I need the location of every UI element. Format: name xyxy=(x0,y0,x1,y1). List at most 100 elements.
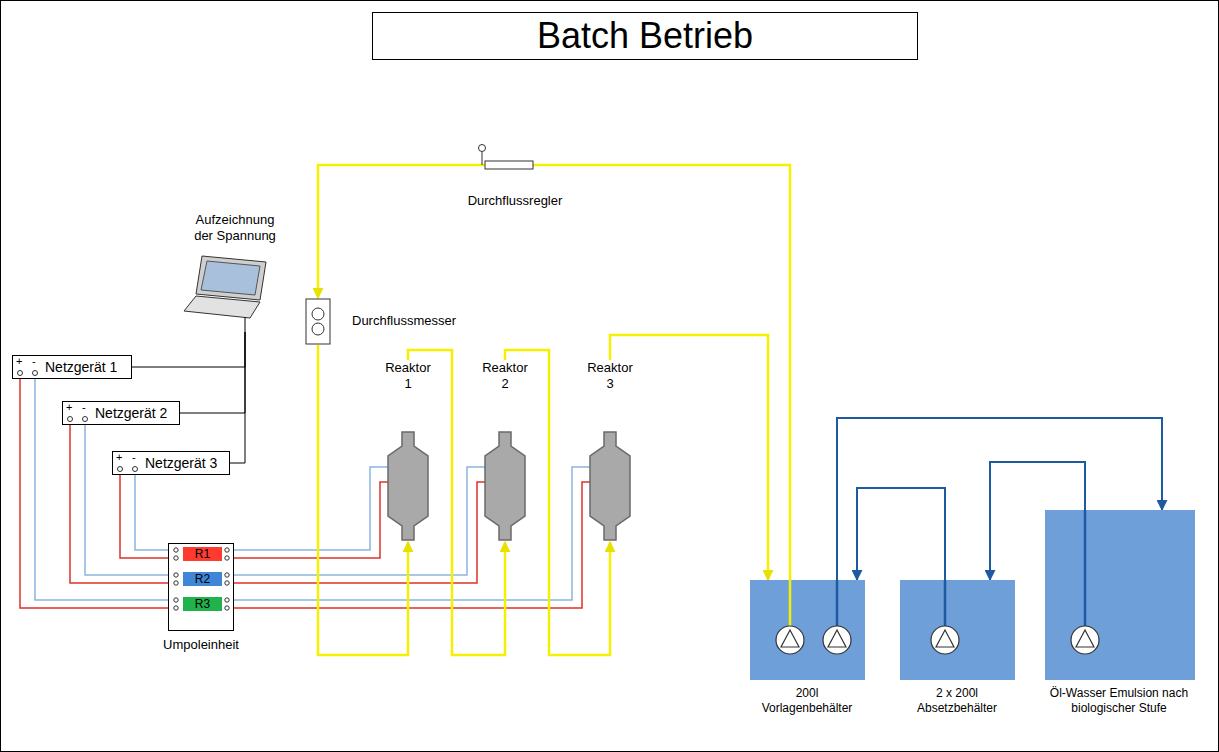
terminal xyxy=(174,548,178,552)
switch-unit: UmpoleinheitR1R2R3 xyxy=(168,543,234,653)
terminal xyxy=(174,556,178,560)
pipe xyxy=(944,580,947,626)
wire-connector xyxy=(230,332,245,463)
wire-connector xyxy=(222,467,388,550)
tank-label: Öl-Wasser Emulsion nach biologischer Stu… xyxy=(1023,686,1215,716)
device-label: Aufzeichnung der Spannung xyxy=(189,212,281,244)
tank xyxy=(900,580,1015,680)
unit-label: Umpoleinheit xyxy=(151,637,251,653)
pipe-connector xyxy=(857,488,945,580)
channel-box: R2 xyxy=(183,572,222,586)
terminal xyxy=(174,598,178,602)
wire-connector xyxy=(35,379,183,600)
terminal xyxy=(225,598,229,602)
pump-symbol xyxy=(1076,630,1094,647)
reactor-vessel xyxy=(590,432,630,540)
laptop-node: Aufzeichnung der Spannung xyxy=(180,210,290,332)
terminal xyxy=(33,371,38,376)
pipe xyxy=(1084,510,1087,626)
wire-connector xyxy=(132,332,245,367)
title-box: Batch Betrieb xyxy=(372,12,918,60)
polarity-sign: + xyxy=(16,355,22,367)
tank-label: 200l Vorlagenbehälter xyxy=(752,686,862,716)
laptop-display xyxy=(201,261,260,295)
terminal xyxy=(225,556,229,560)
flow-meter: Durchflussmesser xyxy=(305,298,461,345)
terminal xyxy=(174,581,178,585)
polarity-sign: - xyxy=(132,451,136,463)
pump-symbol xyxy=(828,630,846,647)
pump-symbol xyxy=(936,630,954,647)
power-supply-box: +-Netzgerät 2 xyxy=(62,401,180,425)
valve-stem xyxy=(482,152,483,165)
pipe-connector xyxy=(610,335,768,580)
wire-connector xyxy=(70,425,183,583)
terminal xyxy=(225,581,229,585)
tank-node: 200l Vorlagenbehälter xyxy=(750,580,865,716)
polarity-channel-label: R2 xyxy=(183,572,222,586)
power-supply-label: Netzgerät 1 xyxy=(45,359,117,375)
reactor-node: Reaktor 3 xyxy=(580,360,640,542)
pump-symbol xyxy=(781,630,799,647)
terminal xyxy=(174,606,178,610)
node-illustration xyxy=(305,298,332,345)
title-text: Batch Betrieb xyxy=(373,16,917,56)
terminal xyxy=(133,467,138,472)
flowmeter-wheel xyxy=(312,308,324,320)
reactor-label: Reaktor 2 xyxy=(479,360,531,392)
power-supply-label: Netzgerät 3 xyxy=(145,455,217,471)
wire-connector xyxy=(180,332,245,413)
pipe xyxy=(789,580,792,626)
pump-symbol xyxy=(931,626,959,654)
node-illustration xyxy=(440,143,590,173)
tank xyxy=(1045,510,1195,680)
node-illustration xyxy=(1045,510,1195,680)
tank xyxy=(750,580,865,680)
wire-connector xyxy=(20,379,183,608)
terminal xyxy=(18,371,23,376)
reactor-label: Reaktor 3 xyxy=(584,360,636,392)
valve-handle xyxy=(479,145,486,152)
pump-symbol xyxy=(823,626,851,654)
device-label: Durchflussregler xyxy=(440,193,590,209)
valve-body xyxy=(485,161,533,169)
polarity-sign: + xyxy=(66,401,72,413)
channel-box: R3 xyxy=(183,597,222,611)
power-supply-label: Netzgerät 2 xyxy=(95,405,167,421)
polarity-channel-label: R1 xyxy=(183,547,222,561)
wire-connector xyxy=(135,475,183,550)
power-supply-box: +-Netzgerät 3 xyxy=(112,451,230,475)
terminal xyxy=(83,417,88,422)
terminal xyxy=(225,606,229,610)
wire-connector xyxy=(222,467,485,575)
flow-regulator: Durchflussregler xyxy=(440,143,590,215)
wire-connector xyxy=(222,482,388,558)
laptop-screen xyxy=(196,256,266,300)
reactor-label: Reaktor 1 xyxy=(382,360,434,392)
polarity-sign: + xyxy=(116,451,122,463)
tank-label: 2 x 200l Absetzbehälter xyxy=(902,686,1012,716)
wire-connector xyxy=(222,482,485,583)
terminal xyxy=(174,573,178,577)
device-label: Durchflussmesser xyxy=(352,313,456,329)
node-illustration xyxy=(180,254,290,332)
tank-node: 2 x 200l Absetzbehälter xyxy=(900,580,1015,716)
reactor-node: Reaktor 2 xyxy=(475,360,535,542)
flowmeter-body xyxy=(306,299,330,344)
reactor-node: Reaktor 1 xyxy=(378,360,438,542)
node-illustration xyxy=(900,580,1015,680)
terminal xyxy=(225,573,229,577)
polarity-sign: - xyxy=(82,401,86,413)
pump-symbol xyxy=(1071,626,1099,654)
reactor-vessel xyxy=(485,432,525,540)
pipe-connector xyxy=(318,165,440,298)
pipe xyxy=(836,580,839,626)
polarity-sign: - xyxy=(32,355,36,367)
node-illustration xyxy=(750,580,865,680)
reactor-vessel xyxy=(388,432,428,540)
signal-wire xyxy=(245,317,246,332)
laptop-keyboard xyxy=(184,296,260,318)
channel-box: R1 xyxy=(183,547,222,561)
polarity-channel-label: R3 xyxy=(183,597,222,611)
